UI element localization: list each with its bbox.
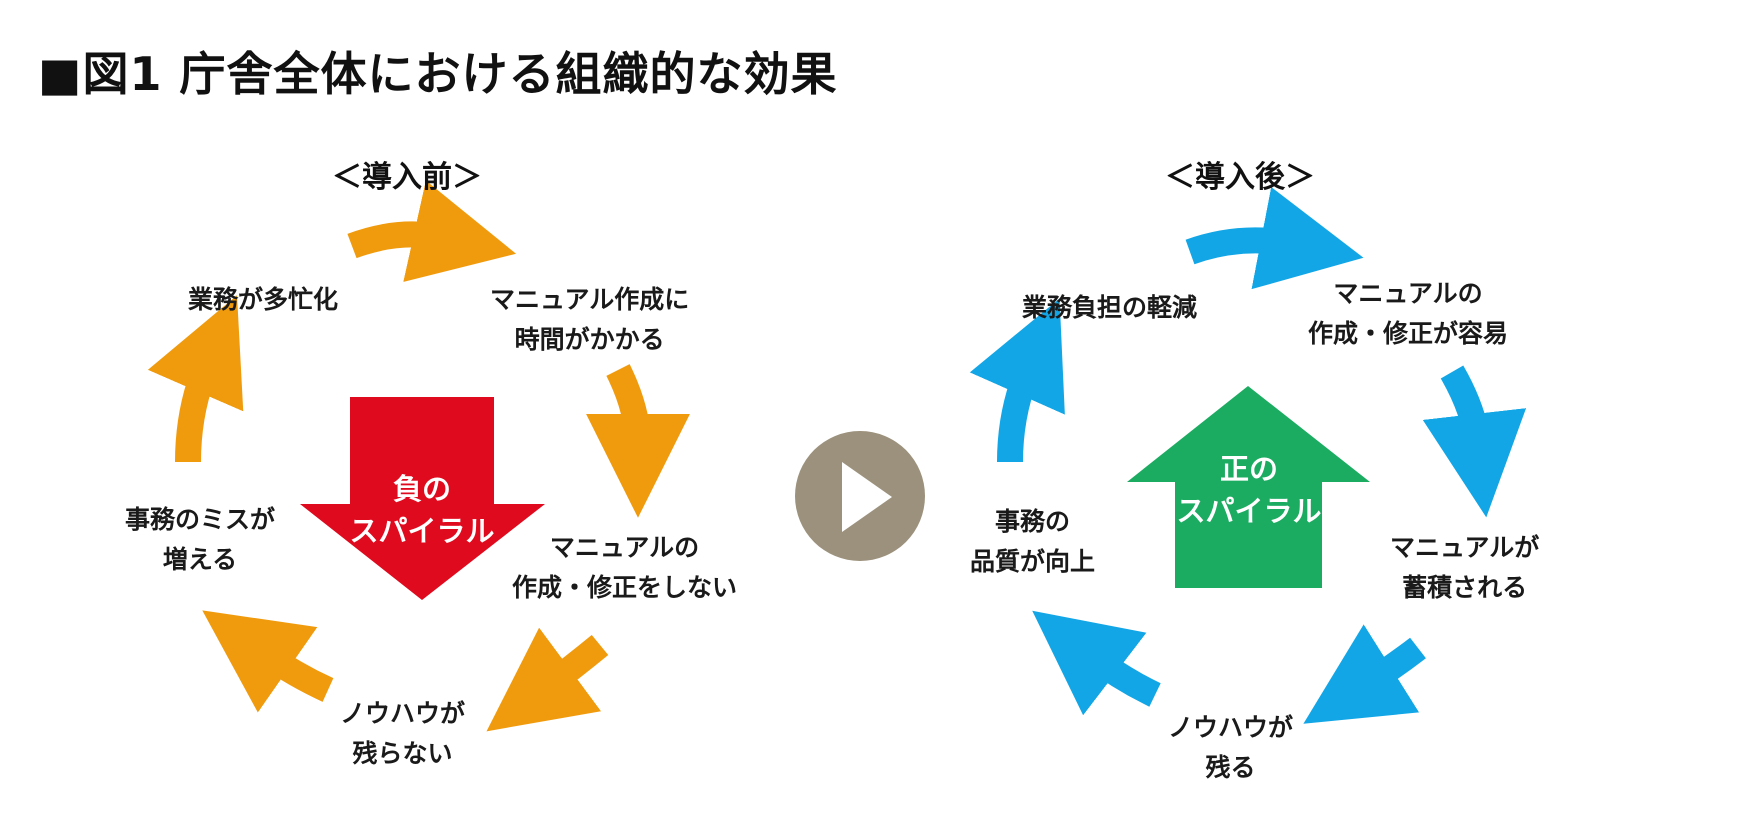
arrow-after-4: [1032, 610, 1161, 716]
after-step-quality-up: 事務の 品質が向上: [970, 507, 1096, 576]
arrow-before-4: [202, 610, 334, 713]
arrow-after-5: [969, 298, 1065, 463]
arrow-before-2: [585, 364, 690, 518]
after-center-label: 正の スパイラル: [1176, 452, 1322, 528]
before-step-no-knowhow: ノウハウが 残らない: [340, 699, 466, 768]
figure-title: ■図1 庁舎全体における組織的な効果: [38, 47, 838, 101]
arrow-after-3: [1303, 624, 1426, 724]
play-icon: [795, 431, 925, 561]
before-step-busy: 業務が多忙化: [188, 285, 339, 314]
after-cycle-arrows: [969, 187, 1527, 724]
arrow-before-5: [147, 295, 244, 463]
before-center-down-arrow: [300, 397, 545, 600]
arrow-after-1: [1185, 187, 1364, 290]
arrow-after-2: [1422, 365, 1527, 518]
after-step-easy-revision: マニュアルの 作成・修正が容易: [1308, 279, 1509, 348]
before-step-more-errors: 事務のミスが 増える: [125, 505, 276, 574]
before-step-no-revision: マニュアルの 作成・修正をしない: [512, 533, 738, 602]
before-center-label: 負の スパイラル: [349, 472, 495, 548]
before-cycle-arrows: [147, 180, 690, 732]
after-center-up-arrow: [1127, 386, 1370, 588]
before-step-manual-time: マニュアル作成に 時間がかかる: [490, 285, 690, 354]
arrow-before-1: [347, 180, 517, 283]
after-step-manual-accumulated: マニュアルが 蓄積される: [1390, 533, 1540, 602]
after-step-knowhow-retained: ノウハウが 残る: [1168, 713, 1294, 782]
after-step-less-burden: 業務負担の軽減: [1022, 293, 1198, 322]
after-header: ＜導入後＞: [1165, 160, 1315, 195]
before-header: ＜導入前＞: [332, 160, 482, 195]
arrow-before-3: [486, 627, 609, 732]
